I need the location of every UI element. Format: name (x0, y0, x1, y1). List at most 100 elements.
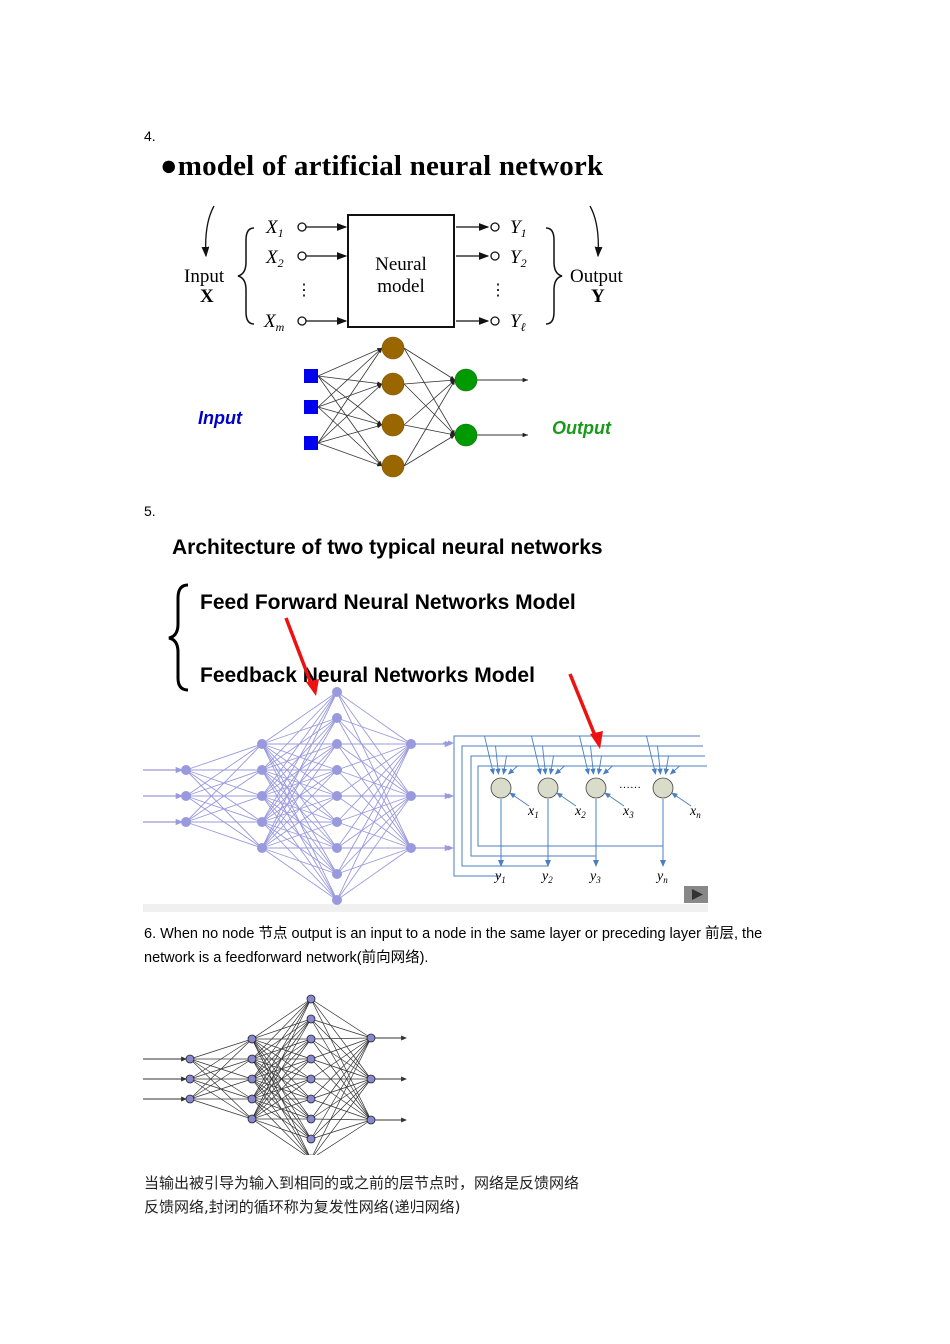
red-arrows (284, 617, 603, 749)
output-label: Output (570, 266, 624, 287)
connection-edge (317, 347, 383, 408)
connection-edge (317, 375, 383, 426)
connection-edge (310, 1038, 372, 1121)
connection-edge (317, 424, 383, 444)
connection-edge (185, 743, 263, 771)
neuron-node (332, 843, 342, 853)
feedback-loop (461, 745, 703, 867)
connection-edge (261, 691, 338, 797)
connection-edge (403, 434, 456, 467)
connection-edge (261, 743, 338, 849)
output-label-yn: yn (655, 869, 668, 885)
input-node (304, 400, 318, 414)
feedback-neuron (652, 777, 674, 799)
connection-edge (310, 998, 372, 1121)
architecture-networks-figure: x1y1x2y2x3y3xnyn…… (143, 687, 708, 912)
input-symbol: X (200, 286, 214, 307)
connection-edge (261, 847, 338, 875)
connection-edge (317, 375, 383, 467)
connection-edge (336, 743, 412, 771)
feedback-edge (507, 765, 518, 775)
feedback-edge (484, 735, 495, 775)
output-node (454, 368, 478, 392)
section-6-paragraph-line2: network is a feedforward network(前向网络). (144, 950, 429, 966)
connection-edge (317, 406, 383, 467)
input-ellipsis: ⋮ (296, 282, 312, 299)
neuron-node (257, 765, 267, 775)
connection-edge (310, 1037, 372, 1100)
connection-edge (403, 379, 456, 467)
neuron-node (332, 895, 342, 905)
connection-edge (310, 1058, 372, 1121)
connection-edge (336, 717, 412, 745)
play-icon[interactable] (684, 886, 708, 903)
connection-edge (189, 1038, 253, 1080)
connection-edge (310, 1018, 372, 1039)
neuron-node (185, 1074, 195, 1084)
section-5-title: Architecture of two typical neural netwo… (172, 536, 603, 559)
connection-edge (310, 1018, 372, 1121)
connection-edge (310, 1038, 372, 1080)
feedback-edge (657, 745, 663, 775)
output-y1: Y1 (456, 217, 527, 240)
left-brace (168, 583, 189, 692)
neuron-node (306, 994, 316, 1004)
connection-edge (312, 1037, 372, 1155)
feedback-loop (453, 735, 700, 877)
neuron-node (332, 869, 342, 879)
neuron-node (181, 765, 191, 775)
input-edge (671, 792, 692, 807)
feedback-edge (531, 735, 542, 775)
feedback-edge (596, 755, 603, 775)
network-input-label: Input (198, 408, 243, 428)
connection-edge (317, 406, 383, 426)
output-symbol: Y (591, 286, 605, 307)
connection-edge (251, 1038, 310, 1155)
connection-edge (261, 821, 338, 849)
connection-edge (310, 1078, 372, 1140)
neuron-node (306, 1034, 316, 1044)
connection-edge (261, 691, 338, 823)
connection-edge (310, 998, 372, 1039)
hidden-node (381, 372, 405, 396)
neuron-node (366, 1115, 376, 1125)
output-curved-arrow (589, 205, 603, 258)
connection-edge (310, 998, 372, 1080)
connection-edge (189, 1098, 253, 1120)
neuron-node (366, 1074, 376, 1084)
connection-edge (189, 1038, 253, 1100)
connection-edge (336, 743, 412, 849)
connection-edge (310, 1078, 372, 1121)
neuron-node (306, 1114, 316, 1124)
feedback-model-label: Feedback Neural Networks Model (200, 664, 535, 687)
output-brace (545, 227, 563, 325)
neuron-node (332, 713, 342, 723)
connection-edge (251, 1118, 312, 1140)
input-label-x2: x2 (574, 804, 586, 820)
connection-edge (251, 998, 312, 1080)
figure-bottom-bar (143, 904, 708, 912)
connection-edge (317, 442, 383, 467)
chinese-paragraph-line2: 反馈网络,封闭的循环称为复发性网络(递归网络) (144, 1198, 461, 1216)
connection-edge (336, 795, 412, 901)
input-label: Input (184, 266, 225, 287)
connection-edge (185, 743, 263, 823)
connection-edge (189, 1078, 253, 1100)
feedback-edge (669, 765, 680, 775)
input-node (304, 369, 318, 383)
connection-edge (316, 1119, 372, 1155)
output-label-y2: y2 (540, 869, 553, 885)
feedback-edge (495, 745, 501, 775)
feedback-neuron (585, 777, 607, 799)
connection-edge (251, 1018, 312, 1120)
neuron-node (332, 687, 342, 697)
connection-edge (336, 795, 412, 875)
neuron-node (306, 1054, 316, 1064)
svg-text:X1: X1 (265, 217, 284, 240)
feedback-loop (470, 755, 705, 857)
connection-edge (336, 743, 412, 875)
red-arrow-feedforward (284, 617, 319, 696)
neural-model-box (347, 214, 455, 328)
connection-edge (403, 378, 456, 385)
neuron-node (306, 1094, 316, 1104)
